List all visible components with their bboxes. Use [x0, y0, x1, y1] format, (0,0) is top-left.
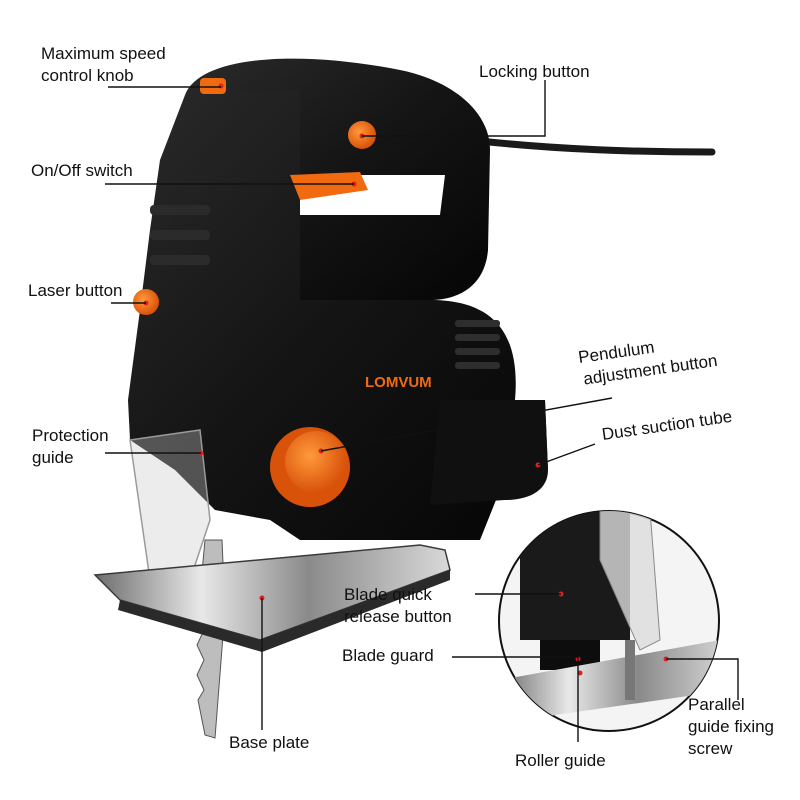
base-plate	[93, 544, 451, 652]
max-speed-knob[interactable]	[200, 78, 226, 94]
jigsaw-body: LOMVUM	[128, 58, 548, 540]
label-roller-guide: Roller guide	[515, 751, 606, 770]
brand-logo: LOMVUM	[365, 374, 432, 391]
pendulum-knob[interactable]	[270, 427, 350, 507]
label-blade-guard: Blade guard	[342, 646, 434, 665]
label-locking-button: Locking button	[479, 62, 590, 81]
label-base-plate: Base plate	[229, 733, 310, 752]
label-parallel-guide-screw: Parallel guide fixing screw	[688, 695, 775, 758]
leader-lines	[105, 80, 739, 742]
label-onoff-switch: On/Off switch	[31, 161, 133, 180]
power-cord	[466, 136, 716, 156]
detail-inset	[498, 510, 720, 732]
label-laser-button: Laser button	[28, 281, 123, 300]
protection-guide	[129, 429, 211, 581]
onoff-switch[interactable]	[290, 172, 368, 200]
label-max-speed-knob: Maximum speed control knob	[41, 44, 166, 85]
label-protection-guide: Protection guide	[32, 426, 109, 467]
label-blade-quick-release: Blade quick release button	[344, 585, 452, 626]
